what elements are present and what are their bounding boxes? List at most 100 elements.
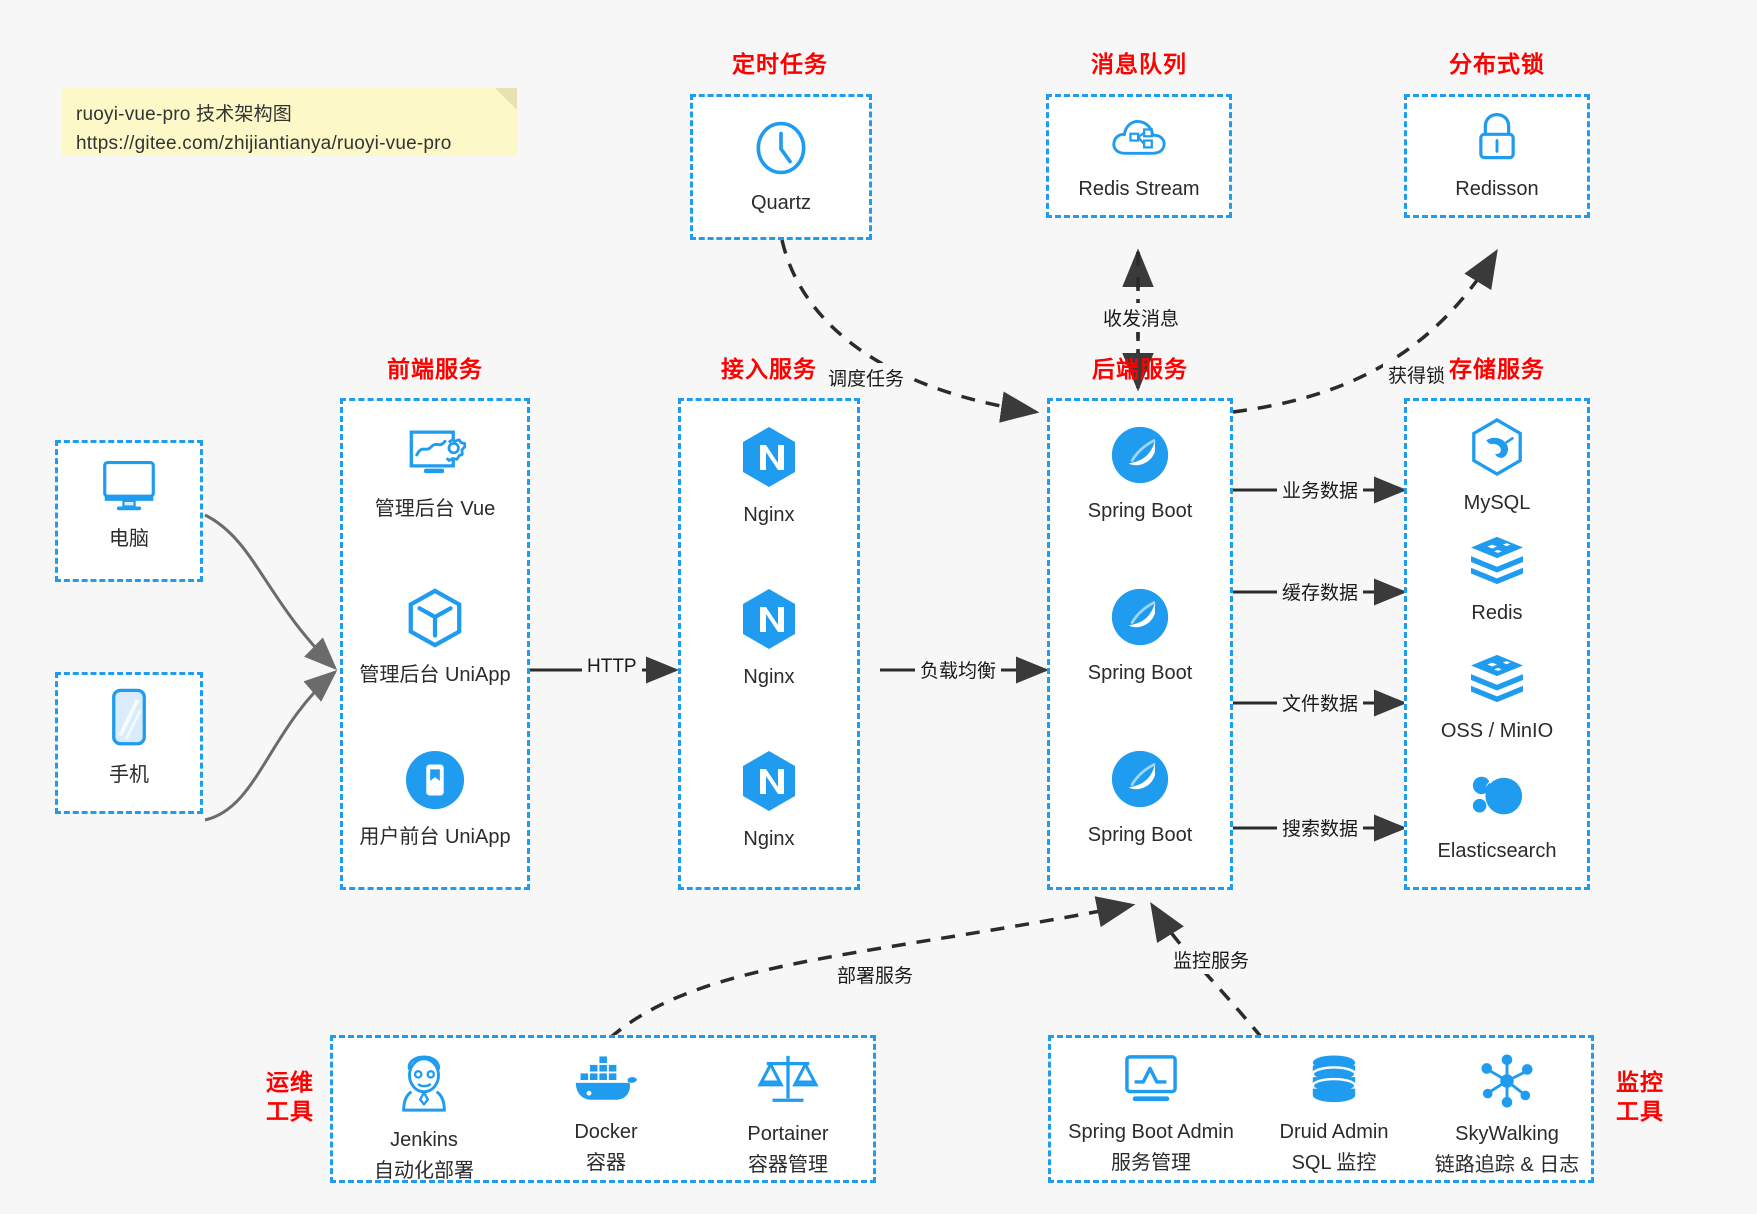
redis-stack-icon [1468,535,1526,592]
node-label-oss-minio: OSS / MinIO [1440,720,1554,742]
node-label-nginx-1: Nginx [743,504,795,526]
group-title-distributed-lock: 分布式锁 [1449,51,1545,77]
elasticsearch-icon [1468,769,1526,830]
node-label-portainer: Portainer [747,1123,829,1145]
edge-label-search-data: 搜索数据 [1277,813,1364,842]
jenkins-icon [394,1054,454,1119]
node-label-spring-boot-admin: Spring Boot Admin [1068,1121,1234,1143]
node-label-redis-stream: Redis Stream [1078,178,1200,200]
node-portainer[interactable]: Portainer 容器管理 [697,1052,879,1177]
node-quartz[interactable]: Quartz [693,119,869,217]
mobile-icon [108,687,150,754]
node-sublabel-portainer: 容器管理 [748,1154,828,1176]
group-box-monitoring[interactable]: Spring Boot Admin 服务管理 Druid Admin SQL 监… [1048,1035,1594,1183]
group-title-monitoring-line2: 工具 [1616,1097,1664,1124]
node-sublabel-skywalking: 链路追踪 & 日志 [1434,1154,1580,1176]
node-sublabel-jenkins: 自动化部署 [374,1160,474,1182]
edge-label-http: HTTP [582,655,642,679]
group-box-storage[interactable]: MySQL Redis OS [1404,398,1590,890]
node-spring-boot-2[interactable]: Spring Boot [1050,587,1230,687]
node-spring-boot-3[interactable]: Spring Boot [1050,749,1230,849]
group-box-frontend[interactable]: 管理后台 Vue 管理后台 UniApp 用户前台 UniApp [340,398,530,890]
node-label-elasticsearch: Elasticsearch [1437,840,1557,862]
node-label-docker: Docker [574,1121,638,1143]
node-admin-vue[interactable]: 管理后台 Vue [343,425,527,523]
dashboard-gear-icon [404,425,467,488]
desktop-icon [98,457,160,518]
group-box-backend[interactable]: Spring Boot Spring Boot Spring Boot [1047,398,1233,890]
node-label-nginx-2: Nginx [743,666,795,688]
node-redisson[interactable]: Redisson [1407,111,1587,203]
node-elasticsearch[interactable]: Elasticsearch [1407,769,1587,865]
node-nginx-3[interactable]: Nginx [681,749,857,853]
scales-icon [757,1052,819,1113]
app-phone-icon [404,749,466,816]
node-label-spring-boot-2: Spring Boot [1087,662,1193,684]
edge-label-send-receive-message: 收发消息 [1098,303,1185,332]
node-skywalking[interactable]: SkyWalking 链路追踪 & 日志 [1417,1054,1597,1177]
cube-icon [404,587,466,654]
node-druid-admin[interactable]: Druid Admin SQL 监控 [1251,1054,1417,1175]
oss-stack-icon [1468,653,1526,710]
node-mysql[interactable]: MySQL [1407,417,1587,517]
node-redis[interactable]: Redis [1407,535,1587,627]
group-title-scheduled-task: 定时任务 [732,51,828,77]
edge-label-schedule-task: 调度任务 [823,363,910,392]
edge-label-load-balance: 负载均衡 [915,655,1002,684]
node-label-admin-uniapp: 管理后台 UniApp [359,664,511,686]
group-title-backend: 后端服务 [1092,356,1188,382]
node-mobile[interactable]: 手机 [58,687,200,789]
group-box-distributed-lock[interactable]: Redisson [1404,94,1590,218]
node-label-mysql: MySQL [1463,492,1531,514]
group-title-devops: 运维 工具 [258,1068,322,1126]
node-label-quartz: Quartz [750,192,812,214]
node-redis-stream[interactable]: Redis Stream [1049,113,1229,203]
node-docker[interactable]: Docker 容器 [515,1054,697,1175]
group-title-devops-line1: 运维 [266,1069,314,1095]
edge-label-file-data: 文件数据 [1277,688,1364,717]
docker-whale-icon [573,1054,639,1111]
monitor-chart-icon [1121,1054,1181,1111]
node-nginx-1[interactable]: Nginx [681,425,857,529]
node-label-nginx-3: Nginx [743,828,795,850]
note-url: https://gitee.com/zhijiantianya/ruoyi-vu… [76,133,452,155]
group-box-client-mobile[interactable]: 手机 [55,672,203,814]
edge-label-monitor-service: 监控服务 [1168,945,1255,974]
node-admin-uniapp[interactable]: 管理后台 UniApp [343,587,527,689]
node-oss-minio[interactable]: OSS / MinIO [1407,653,1587,745]
group-box-scheduled-task[interactable]: Quartz [690,94,872,240]
skywalking-node-icon [1478,1054,1536,1113]
edge-label-acquire-lock: 获得锁 [1383,360,1451,389]
edge-label-business-data: 业务数据 [1277,475,1364,504]
node-sublabel-druid-admin: SQL 监控 [1291,1152,1377,1174]
database-icon [1307,1054,1361,1111]
edge-label-cache-data: 缓存数据 [1277,577,1364,606]
group-box-client-desktop[interactable]: 电脑 [55,440,203,582]
spring-leaf-icon [1110,425,1170,490]
edge-label-deploy-service: 部署服务 [832,960,919,989]
mysql-dolphin-icon [1468,417,1526,482]
node-desktop[interactable]: 电脑 [58,457,200,553]
node-nginx-2[interactable]: Nginx [681,587,857,691]
cloud-stream-icon [1110,113,1168,168]
nginx-icon [740,425,798,494]
spring-leaf-icon [1110,587,1170,652]
group-title-frontend: 前端服务 [387,356,483,382]
spring-leaf-icon [1110,749,1170,814]
group-title-gateway: 接入服务 [721,356,817,382]
node-label-spring-boot-1: Spring Boot [1087,500,1193,522]
node-spring-boot-admin[interactable]: Spring Boot Admin 服务管理 [1051,1054,1251,1175]
node-jenkins[interactable]: Jenkins 自动化部署 [333,1054,515,1183]
group-title-monitoring-line1: 监控 [1616,1069,1664,1095]
group-box-devops[interactable]: Jenkins 自动化部署 Docker 容器 [330,1035,876,1183]
group-title-storage: 存储服务 [1449,356,1545,382]
group-title-message-queue: 消息队列 [1091,51,1187,77]
node-spring-boot-1[interactable]: Spring Boot [1050,425,1230,525]
node-user-uniapp[interactable]: 用户前台 UniApp [343,749,527,851]
group-title-monitoring: 监控 工具 [1608,1068,1672,1126]
node-sublabel-spring-boot-admin: 服务管理 [1111,1152,1191,1174]
node-label-desktop: 电脑 [109,528,149,550]
nginx-icon [740,587,798,656]
group-box-gateway[interactable]: Nginx Nginx Nginx [678,398,860,890]
group-box-message-queue[interactable]: Redis Stream [1046,94,1232,218]
